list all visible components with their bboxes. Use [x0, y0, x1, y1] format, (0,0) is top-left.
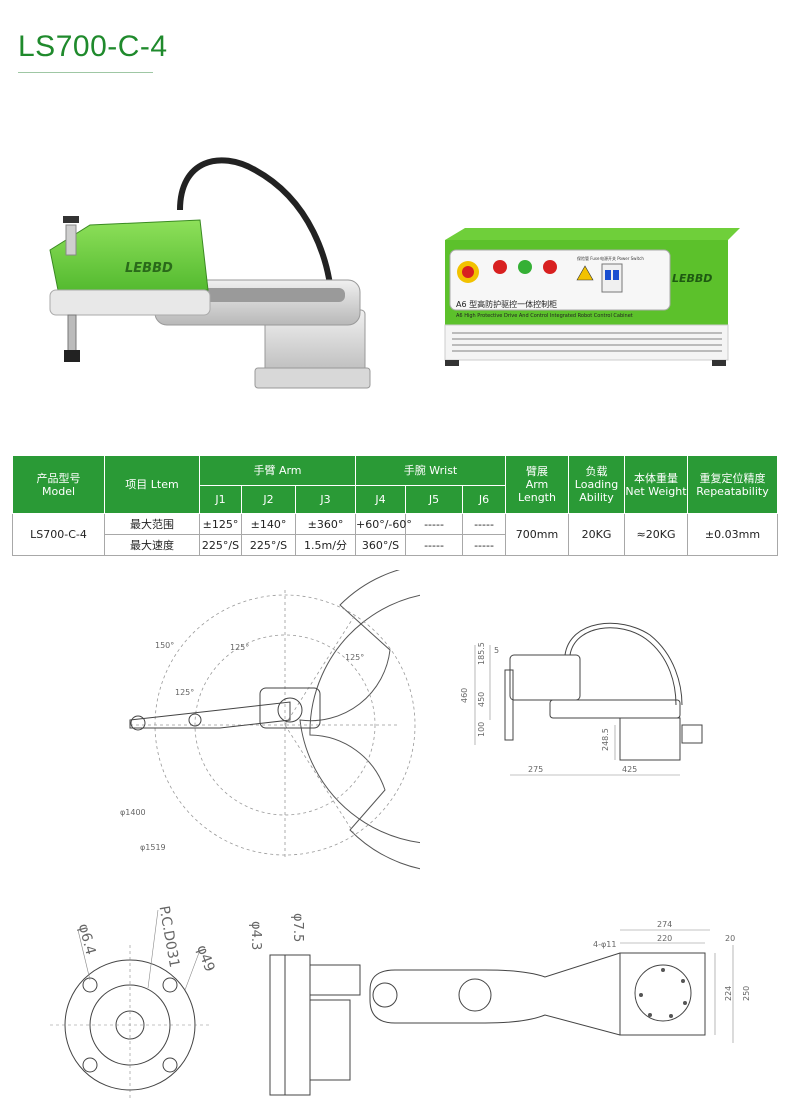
title-underline [18, 72, 153, 73]
top-angle-3: 125° [345, 653, 364, 662]
header-arm-length-en2: Length [518, 491, 556, 504]
page-title: LS700-C-4 [18, 30, 168, 63]
cell-range-j5: ----- [405, 513, 463, 535]
cell-arm-length: 700mm [505, 513, 569, 556]
row-label-range: 最大范围 [104, 513, 200, 535]
header-load-en1: Loading [574, 478, 619, 491]
header-j6: J6 [462, 485, 506, 514]
robot-logo: LEBBD [125, 261, 173, 276]
header-weight-cn: 本体重量 [634, 471, 678, 485]
plan-dim-250: 250 [742, 986, 751, 1001]
fuse-label: 保险管 Fuse [577, 255, 600, 261]
header-model: 产品型号 Model [12, 455, 105, 514]
side-dim-185: 185.5 [477, 642, 486, 665]
header-j5: J5 [405, 485, 463, 514]
cell-range-j4: +60°/-60° [355, 513, 412, 535]
plan-holes: 4-φ11 [593, 940, 616, 949]
scara-robot-image: LEBBD [49, 157, 371, 389]
cell-weight: ≈20KG [624, 513, 688, 556]
header-load: 负载 Loading Ability [568, 455, 625, 514]
top-dia-1519: φ1519 [140, 843, 166, 852]
header-j2: J2 [241, 485, 296, 514]
cell-speed-j3: 1.5m/分 [295, 534, 356, 556]
side-view-drawing: 460 450 185.5 5 100 248.5 275 425 [460, 622, 703, 776]
top-angle-4: 125° [175, 688, 194, 697]
section-dia-4-3: φ4.3 [248, 921, 263, 950]
header-load-cn: 负载 [585, 465, 608, 478]
header-repeat-en: Repeatability [696, 484, 769, 498]
header-repeatability: 重复定位精度 Repeatability [687, 455, 778, 514]
cell-speed-j4: 360°/S [355, 534, 406, 556]
cell-range-j1: ±125° [199, 513, 242, 535]
header-repeat-cn: 重复定位精度 [699, 471, 766, 485]
header-item: 项目 Ltem [104, 455, 200, 514]
flange-drawing: φ6.4 P.C.D031 φ49 [50, 905, 218, 1100]
header-j1: J1 [199, 485, 242, 514]
top-view-range-drawing: 150° 125° 125° 125° φ1400 φ1519 [120, 570, 420, 870]
side-dim-5: 5 [494, 646, 499, 655]
side-dim-450: 450 [477, 692, 486, 707]
section-dia-7-5: φ7.5 [290, 913, 305, 942]
side-dim-425: 425 [622, 765, 637, 774]
cell-speed-j2: 225°/S [241, 534, 296, 556]
flange-pcd: P.C.D031 [156, 905, 183, 969]
flange-dia-6-4: φ6.4 [75, 922, 99, 957]
plan-dim-224: 224 [724, 986, 733, 1001]
side-dim-100: 100 [477, 722, 486, 737]
control-cabinet-image: 保险管 Fuse 电源开关 Power Switch A6 型高防护驱控一体控制… [444, 228, 740, 366]
cell-speed-j1: 225°/S [199, 534, 242, 556]
header-load-en2: Ability [579, 491, 614, 504]
header-weight-en: Net Weight [625, 484, 687, 498]
header-model-en: Model [41, 484, 76, 498]
header-j4: J4 [355, 485, 406, 514]
row-label-speed: 最大速度 [104, 534, 200, 556]
side-dim-248: 248.5 [601, 728, 610, 751]
spec-table: 产品型号 Model 项目 Ltem 手臂 Arm 手腕 Wrist 臂展 Ar… [12, 455, 778, 556]
header-model-cn: 产品型号 [36, 471, 81, 485]
cabinet-title-en: A6 High Protective Drive And Control Int… [456, 313, 633, 319]
flange-dia-49: φ49 [193, 943, 217, 974]
power-switch-label: 电源开关 Power Switch [600, 255, 644, 261]
cell-repeatability: ±0.03mm [687, 513, 778, 556]
section-drawing: φ4.3 φ7.5 [248, 913, 361, 1096]
header-arm: 手臂 Arm [199, 455, 356, 486]
cell-model: LS700-C-4 [12, 513, 105, 556]
plan-view-drawing: 274 220 20 224 250 4-φ11 [369, 920, 751, 1043]
header-j3: J3 [295, 485, 356, 514]
cell-load: 20KG [568, 513, 625, 556]
plan-dim-20: 20 [725, 934, 735, 943]
cabinet-title-cn: A6 型高防护驱控一体控制柜 [456, 299, 557, 309]
cell-speed-j5: ----- [405, 534, 463, 556]
side-dim-275: 275 [528, 765, 543, 774]
cell-range-j6: ----- [462, 513, 506, 535]
header-arm-length: 臂展 Arm Length [505, 455, 569, 514]
header-wrist: 手腕 Wrist [355, 455, 506, 486]
header-weight: 本体重量 Net Weight [624, 455, 688, 514]
top-angle-2: 125° [230, 643, 249, 652]
header-arm-length-en1: Arm [525, 478, 549, 491]
plan-dim-274: 274 [657, 920, 672, 929]
top-angle-1: 150° [155, 641, 174, 650]
top-dia-1400: φ1400 [120, 808, 146, 817]
plan-dim-220: 220 [657, 934, 672, 943]
cell-speed-j6: ----- [462, 534, 506, 556]
cell-range-j3: ±360° [295, 513, 356, 535]
side-dim-460: 460 [460, 688, 469, 703]
cell-range-j2: ±140° [241, 513, 296, 535]
header-arm-length-cn: 臂展 [526, 465, 548, 478]
cabinet-logo: LEBBD [672, 272, 712, 285]
